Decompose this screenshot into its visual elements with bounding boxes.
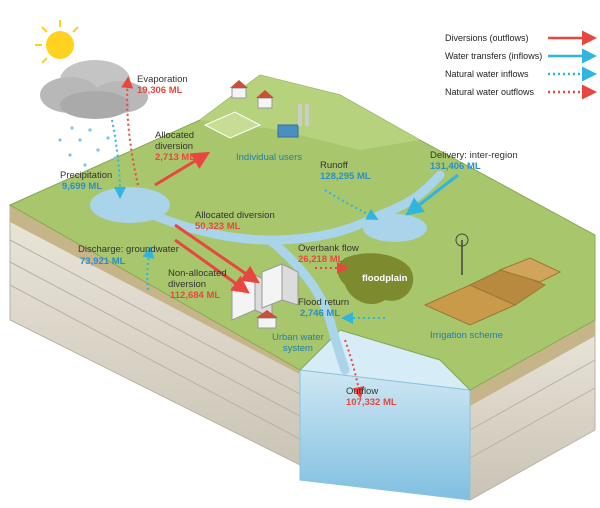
runoff-value: 128,295 ML — [320, 171, 371, 182]
runoff-label: Runoff — [320, 160, 348, 171]
floodplain-label: floodplain — [362, 273, 408, 284]
delivery-label: Delivery: inter-region — [430, 150, 518, 161]
flood-return-value: 2,746 ML — [300, 308, 341, 319]
allocated-diversion-urban-label: Allocated diversion — [195, 210, 275, 221]
upper-reservoir — [90, 187, 170, 223]
allocated-diversion-users-arrow — [154, 151, 211, 187]
irrigation-fields — [423, 257, 562, 326]
non-allocated-diversion-arrow — [174, 238, 250, 294]
windmill — [455, 233, 469, 275]
ocean-block — [298, 329, 472, 501]
legend-water-transfers: Water transfers (inflows) — [445, 51, 543, 61]
groundwater-label: Discharge: groundwater — [78, 244, 179, 255]
allocated-diversion-users-value: 2,713 ML — [155, 152, 196, 163]
precipitation-arrow — [111, 119, 126, 199]
outflow-label: Outflow — [346, 386, 379, 397]
evaporation-label: Evaporation — [137, 74, 188, 85]
allocated-diversion-users-label: Allocated diversion — [155, 130, 195, 152]
evaporation-arrow — [121, 76, 139, 186]
delivery-arrow — [405, 173, 459, 216]
rain-drops — [58, 126, 117, 167]
precipitation-label: Precipitation — [60, 170, 113, 181]
lower-reservoir — [363, 214, 427, 242]
flood-return-label: Flood return — [298, 297, 350, 308]
groundwater-value: 73,921 ML — [80, 256, 126, 267]
outflow-value: 107,332 ML — [346, 397, 397, 408]
non-allocated-value: 112,684 ML — [170, 290, 221, 301]
farm-buildings — [203, 80, 309, 139]
allocated-diversion-urban-value: 50,323 ML — [195, 221, 241, 232]
evaporation-value: 19,306 ML — [137, 85, 183, 96]
urban-buildings — [231, 263, 299, 329]
floodplain-area — [337, 253, 414, 305]
precipitation-value: 9,699 ML — [62, 181, 103, 192]
legend-natural-inflows: Natural water inflows — [445, 69, 529, 79]
non-allocated-label: Non-allocated diversion — [168, 268, 227, 290]
legend-keys — [548, 30, 597, 100]
legend-natural-outflows: Natural water outflows — [445, 87, 535, 97]
cloud-icon — [40, 60, 148, 119]
sun-icon — [35, 20, 79, 64]
legend-diversions: Diversions (outflows) — [445, 33, 529, 43]
flow-arrows — [111, 76, 459, 399]
overbank-value: 26,218 ML — [298, 254, 344, 265]
delivery-value: 131,406 ML — [430, 161, 481, 172]
rock-strata-left — [9, 204, 331, 481]
groundwater-arrow — [142, 246, 155, 291]
urban-label: Urban water system — [272, 332, 324, 354]
allocated-diversion-urban-arrow — [174, 223, 260, 284]
irrigation-label: Irrigation scheme — [430, 330, 503, 341]
overbank-label: Overbank flow — [298, 243, 359, 254]
individual-users-label: Individual users — [236, 152, 303, 163]
